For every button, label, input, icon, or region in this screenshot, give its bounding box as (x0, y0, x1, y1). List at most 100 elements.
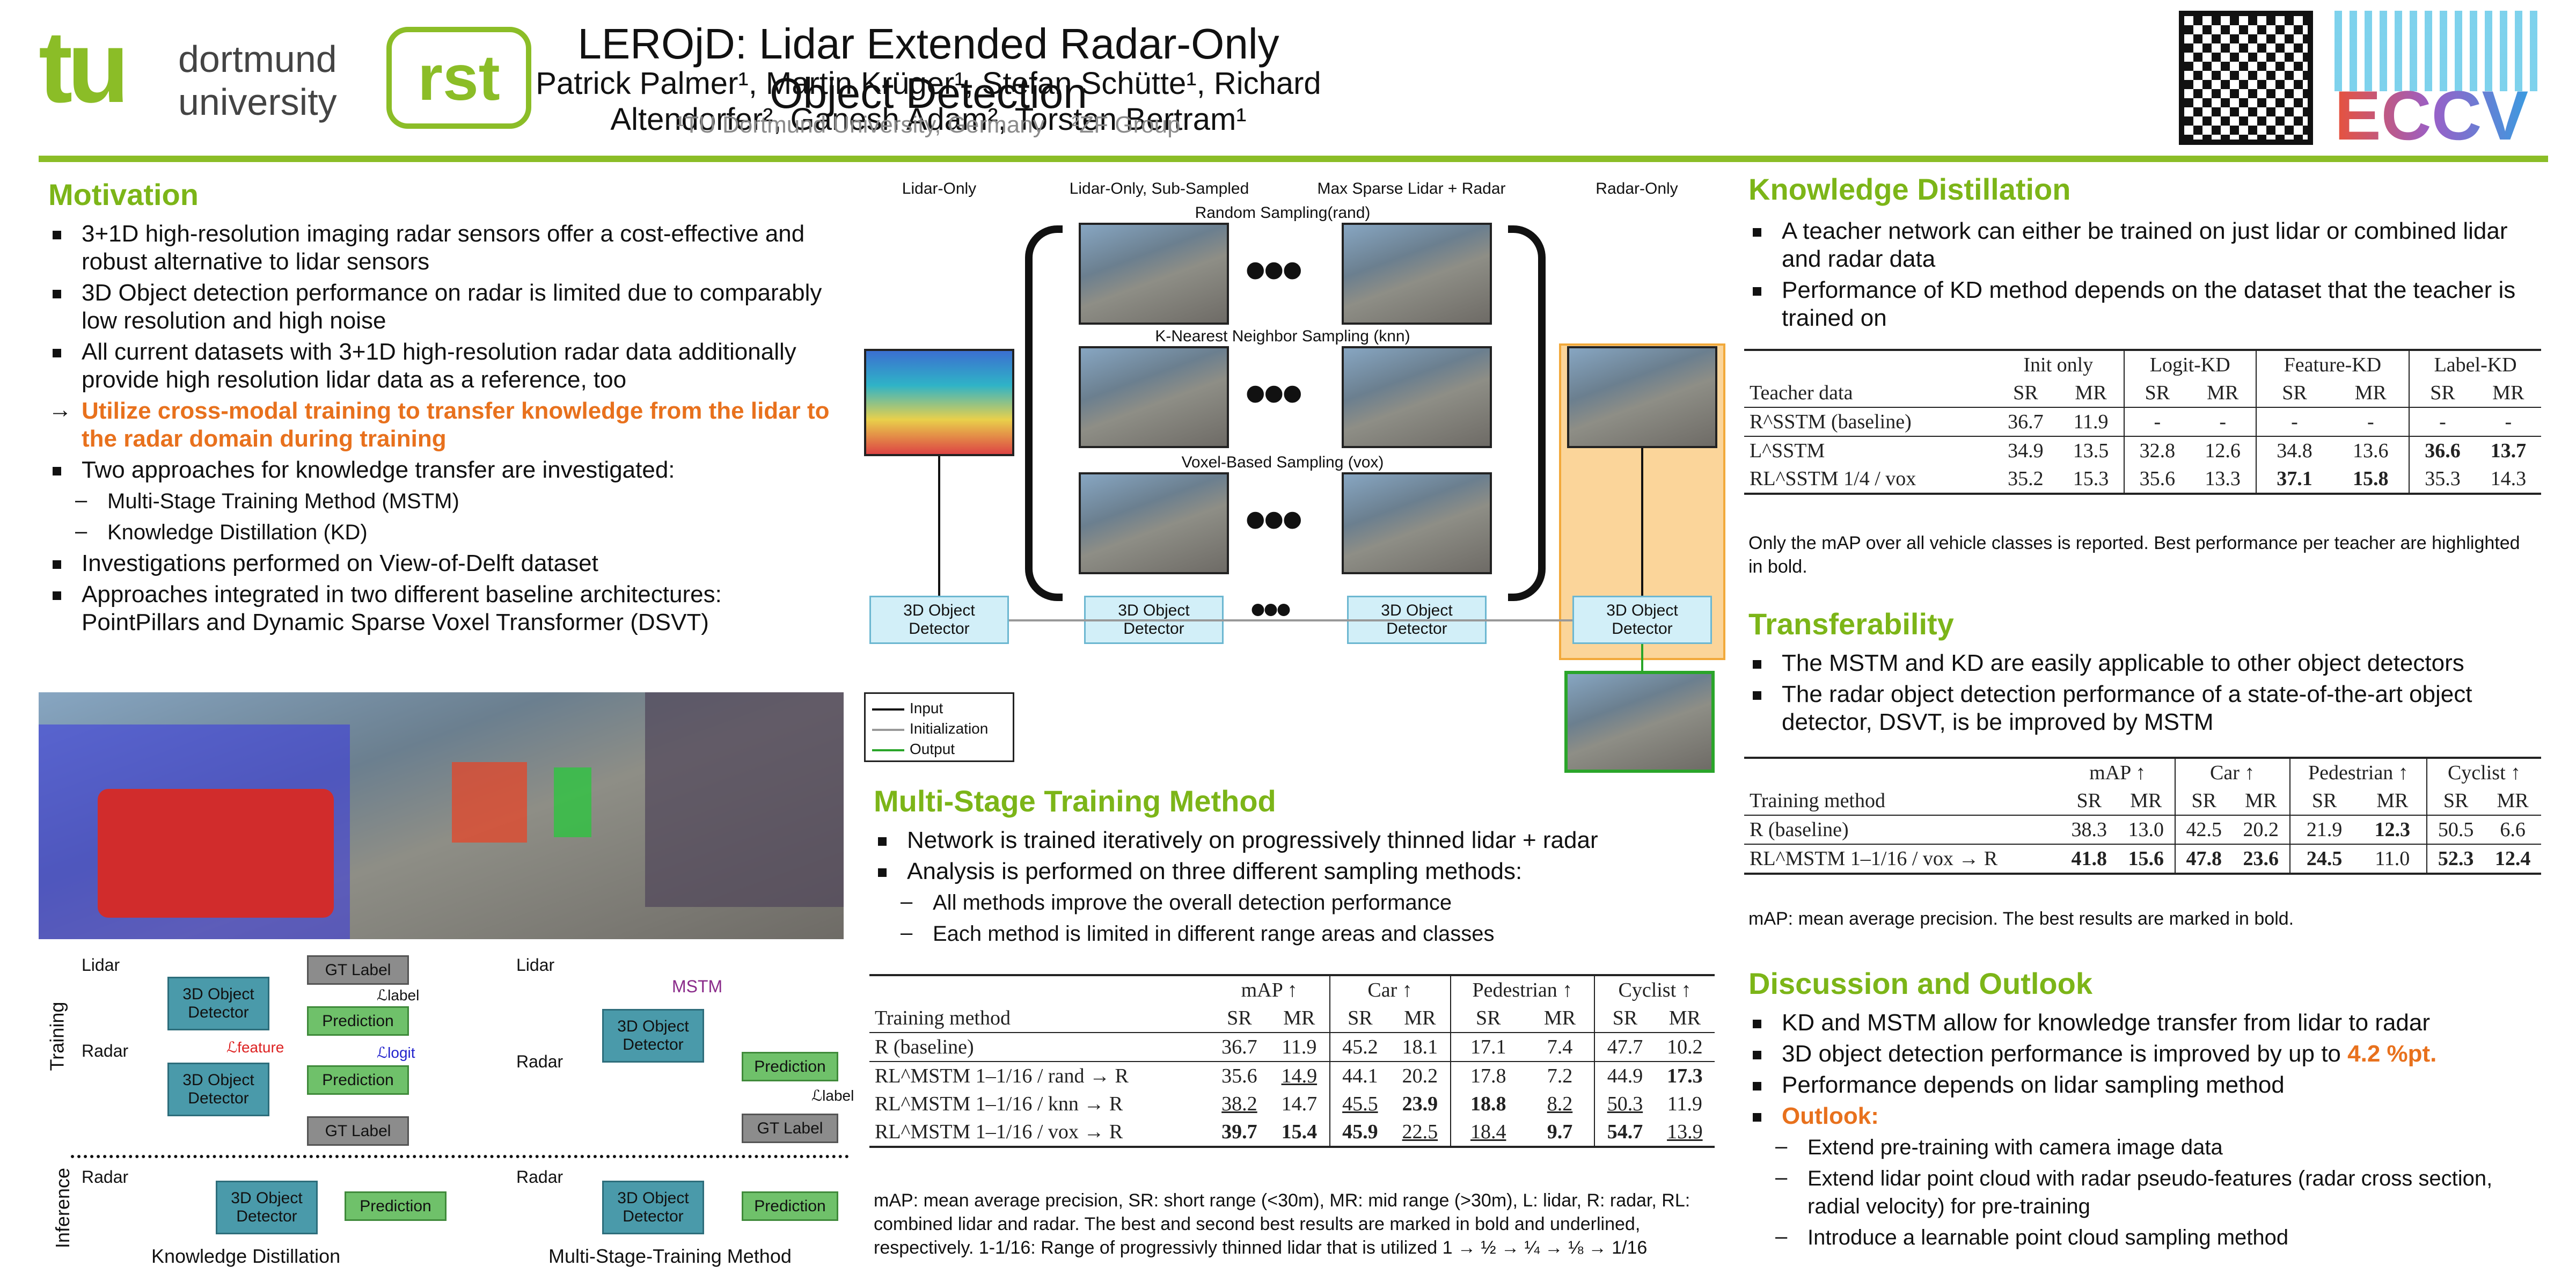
table-cell: 47.7 (1594, 1032, 1655, 1062)
arrow-output (1641, 644, 1643, 671)
dots-detectors: ••• (1250, 586, 1291, 633)
vox-image-2 (1342, 472, 1492, 574)
col-radar-only: Radar-Only (1596, 180, 1678, 197)
vox-label: Voxel-Based Sampling (vox) (1181, 453, 1384, 471)
legend-init-text: Initialization (910, 720, 989, 737)
kd-prediction-top: Prediction (307, 1006, 409, 1036)
list-item: 3+1D high-resolution imaging radar senso… (48, 220, 843, 276)
mstm-list: Network is trained iteratively on progre… (874, 826, 1711, 951)
dots-rand: ••• (1245, 237, 1303, 303)
mstm-prediction: Prediction (742, 1052, 838, 1081)
table-cell: 38.3 (2060, 815, 2118, 844)
kd-teacher-detector: 3D Object Detector (167, 977, 269, 1030)
table-cell: 6.6 (2484, 815, 2541, 844)
list-item: 3D object detection performance is impro… (1748, 1040, 2537, 1068)
group-header: Logit-KD (2123, 349, 2256, 379)
mstm-label-loss: ℒlabel (811, 1087, 854, 1104)
transfer-list: The MSTM and KD are easily applicable to… (1748, 649, 2537, 740)
mr-header: MR (2354, 382, 2387, 404)
kd-inf-radar-label: Radar (82, 1167, 129, 1187)
mstm-inference-detector: 3D Object Detector (602, 1181, 704, 1234)
rst-logo: rst (386, 27, 531, 129)
transfer-results-table: mAP ↑Car ↑Pedestrian ↑Cyclist ↑Training … (1744, 757, 2541, 875)
table-cell: 17.8 (1450, 1061, 1526, 1090)
table-cell: 50.5 (2426, 815, 2485, 844)
mr-header: MR (1404, 1007, 1436, 1029)
knn-image-1 (1079, 346, 1229, 448)
table-cell: 36.7 (1209, 1032, 1270, 1062)
kd-caption: Knowledge Distillation (151, 1245, 341, 1267)
qr-code-icon[interactable] (2179, 11, 2313, 145)
arrow-init-line (1009, 619, 1572, 621)
table-cell: 35.3 (2409, 465, 2476, 495)
lidar-only-image (864, 349, 1014, 456)
affiliation-2: ²ZF Group (1071, 112, 1181, 138)
legend-input: Input (872, 698, 1006, 719)
table-cell: 21.9 (2289, 815, 2359, 844)
list-item: Multi-Stage Training Method (MSTM) (48, 486, 843, 515)
table-cell: 12.3 (2358, 815, 2427, 844)
list-item: Performance depends on lidar sampling me… (1748, 1071, 2537, 1099)
table-cell: 42.5 (2174, 815, 2233, 844)
row-name: RL^SSTM 1/4 / vox (1744, 465, 1993, 495)
logo-dortmund-text: dortmund (178, 38, 337, 80)
mstm-table-note: mAP: mean average precision, SR: short r… (874, 1190, 1690, 1258)
table-cell: 11.0 (2358, 844, 2427, 875)
mr-header: MR (2245, 789, 2277, 812)
mstm-results-table: mAP ↑Car ↑Pedestrian ↑Cyclist ↑Training … (869, 974, 1715, 1148)
table-cell: - (2255, 407, 2333, 436)
col-lidar-sub: Lidar-Only, Sub-Sampled (1069, 180, 1249, 197)
list-item: 3D Object detection performance on radar… (48, 279, 843, 335)
kd-heading: Knowledge Distillation (1748, 172, 2071, 206)
mstm-caption: Multi-Stage-Training Method (548, 1245, 792, 1267)
kd-prediction-bottom: Prediction (307, 1065, 409, 1095)
tu-logo-mark: tu (39, 10, 129, 124)
kd-feature-loss: ℒfeature (226, 1039, 284, 1056)
table-cell: 11.9 (1667, 1093, 1702, 1115)
sr-header: SR (1227, 1007, 1252, 1029)
list-item: Performance of KD method depends on the … (1748, 276, 2537, 332)
sr-header: SR (2076, 789, 2102, 812)
list-item: Two approaches for knowledge transfer ar… (48, 456, 843, 484)
table-cell: 15.4 (1269, 1118, 1330, 1148)
group-header: Pedestrian ↑ (1450, 974, 1595, 1004)
list-item: All methods improve the overall detectio… (874, 888, 1711, 917)
kd-inference-prediction: Prediction (345, 1191, 447, 1221)
group-header: Init only (1993, 349, 2124, 379)
knn-label: K-Nearest Neighbor Sampling (knn) (1155, 327, 1410, 345)
motivation-heading: Motivation (48, 178, 199, 211)
training-diagram: Training Inference Lidar Radar 3D Object… (39, 955, 854, 1277)
affiliation-1: ¹TU Dortmund University, Germany (676, 112, 1045, 138)
mr-header: MR (1283, 1007, 1315, 1029)
list-item: Utilize cross-modal training to transfer… (48, 396, 843, 453)
rand-image-2 (1342, 223, 1492, 325)
mr-header: MR (2207, 382, 2239, 404)
mr-header: MR (2376, 789, 2409, 812)
legend-init: Initialization (872, 719, 1006, 739)
mr-header: MR (1668, 1007, 1701, 1029)
row-name: L^SSTM (1744, 436, 1993, 465)
table-cell: 14.9 (1269, 1061, 1330, 1090)
list-item: KD and MSTM allow for knowledge transfer… (1748, 1009, 2537, 1037)
table-cell: 10.2 (1655, 1032, 1715, 1062)
table-cell: 22.5 (1390, 1118, 1451, 1148)
row-name: RL^MSTM 1–1/16 / knn → R (875, 1093, 1123, 1115)
table-cell: 39.7 (1209, 1118, 1270, 1148)
list-item: Each method is limited in different rang… (874, 919, 1711, 948)
group-header: Cyclist ↑ (1594, 974, 1715, 1004)
group-header: Feature-KD (2255, 349, 2410, 379)
table-cell: 7.2 (1525, 1061, 1595, 1090)
improvement-highlight: 4.2 %pt. (2347, 1041, 2437, 1067)
kd-student-detector: 3D Object Detector (167, 1063, 269, 1116)
discussion-list: KD and MSTM allow for knowledge transfer… (1748, 1009, 2537, 1255)
sr-header: SR (2409, 379, 2476, 407)
table-cell: 14.3 (2475, 465, 2541, 495)
table-cell: 36.6 (2409, 436, 2476, 465)
kd-table-note: Only the mAP over all vehicle classes is… (1748, 533, 2520, 577)
list-item: A teacher network can either be trained … (1748, 217, 2537, 273)
sr-header: SR (2255, 379, 2333, 407)
table-cell: 32.8 (2123, 436, 2190, 465)
table-cell: 52.3 (2426, 844, 2485, 875)
